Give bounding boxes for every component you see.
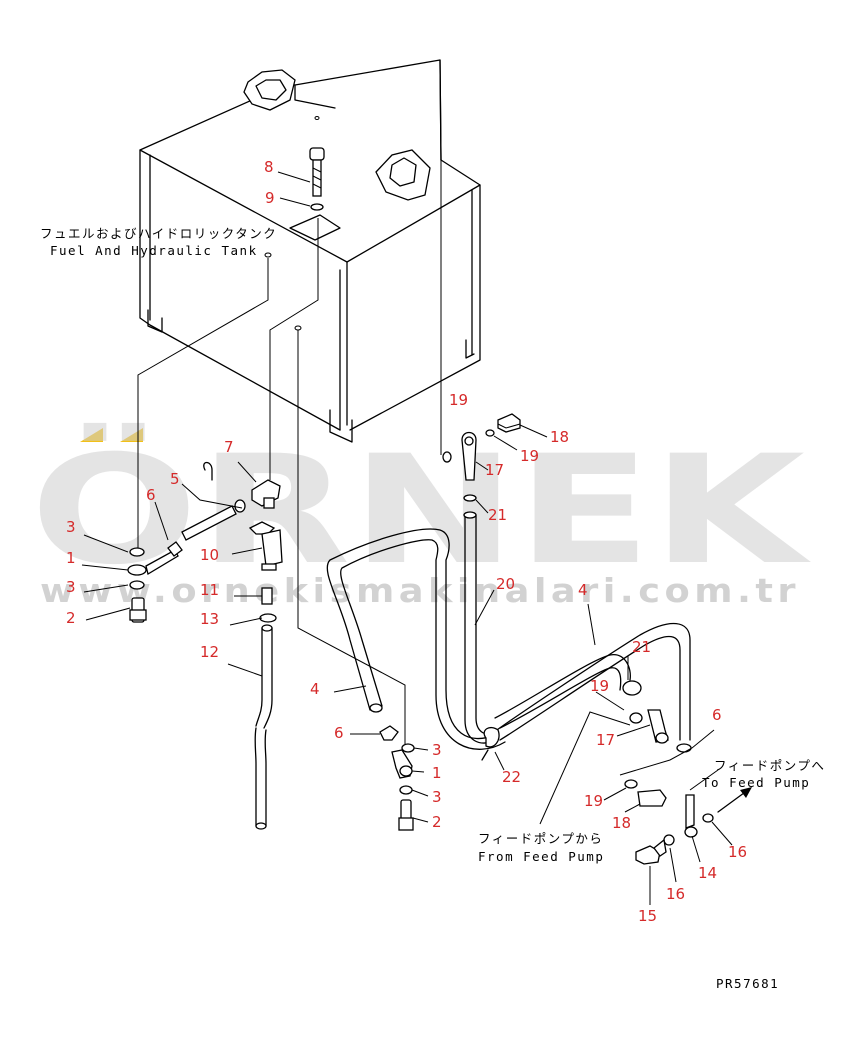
callout-6: 6	[146, 486, 156, 504]
callout-4b: 4	[310, 680, 320, 698]
callout-18b: 18	[612, 814, 631, 832]
watermark-url: www.ornekismakinalari.com.tr	[40, 571, 800, 610]
callout-10: 10	[200, 546, 219, 564]
callout-18a: 18	[550, 428, 569, 446]
callout-16b: 16	[666, 885, 685, 903]
callout-3c: 3	[432, 741, 442, 759]
callout-numbers: 8 9 7 5 6 3 1 3 2 10 11 13 12 19 18 19 1…	[66, 158, 747, 925]
to-pump-caption-en: To Feed Pump	[702, 775, 810, 790]
callout-22: 22	[502, 768, 521, 786]
callout-6c: 6	[712, 706, 722, 724]
callout-5: 5	[170, 470, 180, 488]
watermark: ÖRNEK www.ornekismakinalari.com.tr	[30, 422, 811, 610]
callout-17b: 17	[596, 731, 615, 749]
callout-13: 13	[200, 610, 219, 628]
captions: フュエルおよびハイドロリックタンク Fuel And Hydraulic Tan…	[40, 226, 825, 991]
callout-19d: 19	[584, 792, 603, 810]
watermark-accent-right	[120, 428, 143, 442]
callout-11: 11	[200, 581, 219, 599]
callout-7: 7	[224, 438, 234, 456]
fuel-hydraulic-tank	[139, 59, 481, 443]
callout-2b: 2	[432, 813, 442, 831]
drawing-code: PR57681	[716, 976, 779, 991]
tank-caption-jp: フュエルおよびハイドロリックタンク	[40, 226, 277, 241]
from-pump-caption-jp: フィードポンプから	[478, 831, 603, 846]
callout-3b: 3	[66, 578, 76, 596]
pipe-assembly	[326, 494, 691, 761]
callout-15: 15	[638, 907, 657, 925]
callout-3: 3	[66, 518, 76, 536]
from-pump-caption-en: From Feed Pump	[478, 849, 604, 864]
lower-middle-fittings	[379, 725, 415, 831]
to-pump-caption-jp: フィードポンプへ	[714, 758, 825, 773]
callout-17a: 17	[485, 461, 504, 479]
callout-20: 20	[496, 575, 515, 593]
callout-19c: 19	[590, 677, 609, 695]
watermark-accent-left	[80, 428, 103, 442]
guide-lines	[137, 160, 442, 745]
callout-6b: 6	[334, 724, 344, 742]
callout-1b: 1	[432, 764, 442, 782]
callout-19a: 19	[449, 391, 468, 409]
callout-19b: 19	[520, 447, 539, 465]
callout-16a: 16	[728, 843, 747, 861]
watermark-brand: ÖRNEK	[30, 422, 811, 598]
callout-4a: 4	[578, 581, 588, 599]
callout-21a: 21	[488, 506, 507, 524]
upper-right-fittings	[442, 413, 521, 481]
callout-12: 12	[200, 643, 219, 661]
callout-2: 2	[66, 609, 76, 627]
tank-caption-en: Fuel And Hydraulic Tank	[50, 243, 258, 258]
leader-lines	[81, 171, 733, 905]
callout-1: 1	[66, 549, 76, 567]
left-hose-assembly	[127, 147, 325, 830]
callout-14: 14	[698, 864, 717, 882]
callout-3d: 3	[432, 788, 442, 806]
callout-21b: 21	[632, 638, 651, 656]
callout-8: 8	[264, 158, 274, 176]
callout-9: 9	[265, 189, 275, 207]
